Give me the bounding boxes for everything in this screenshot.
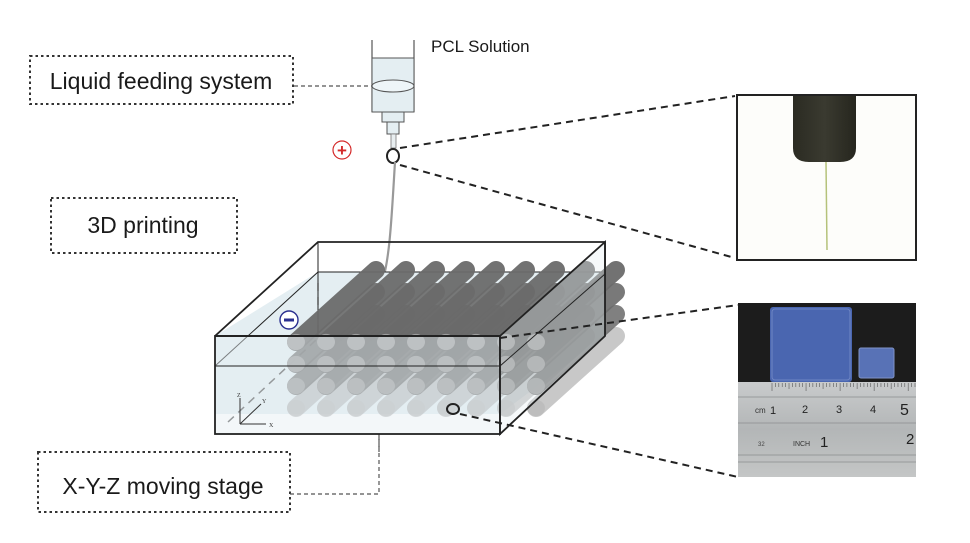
syringe bbox=[371, 40, 415, 164]
scaffold-fiber bbox=[527, 327, 625, 417]
positive-sign: + bbox=[337, 141, 347, 160]
axis-z-label: Z bbox=[237, 393, 241, 399]
scaffold-fiber-end bbox=[347, 377, 365, 395]
scaffold-fiber-end bbox=[347, 333, 365, 351]
scaffold-ruler-photo: cm 1 2 3 4 5 32 INCH 1 2 bbox=[738, 303, 916, 477]
ruler-cm-3: 3 bbox=[836, 404, 842, 416]
liquid-feeding-system-label: Liquid feeding system bbox=[29, 55, 294, 105]
scaffold-fiber bbox=[317, 261, 415, 351]
scaffold-fiber-end bbox=[377, 333, 395, 351]
3d-printing-label: 3D printing bbox=[50, 197, 238, 254]
axis-x-label: X bbox=[269, 423, 274, 429]
scaffold-fiber-end bbox=[377, 399, 395, 417]
scaffold-fiber-end bbox=[437, 377, 455, 395]
ruler-cm-5: 5 bbox=[900, 402, 909, 419]
nozzle-jet-photo bbox=[736, 94, 917, 261]
scaffold-fiber bbox=[527, 305, 625, 395]
magnify-line-bottom-2 bbox=[459, 413, 739, 478]
ruler-inch-2: 2 bbox=[906, 431, 914, 448]
scaffold-fiber bbox=[347, 261, 445, 351]
magnify-line-bottom-1 bbox=[499, 304, 739, 339]
jet-photo-strand bbox=[825, 161, 828, 251]
ruler-cm-label: cm bbox=[755, 406, 766, 415]
scaffold-fiber-end bbox=[317, 333, 335, 351]
scaffold-fiber-end bbox=[317, 377, 335, 395]
scaffold-fiber-end bbox=[287, 355, 305, 373]
ruler-cm-2: 2 bbox=[802, 404, 808, 416]
3d-printing-text: 3D printing bbox=[87, 212, 198, 238]
scaffold-fiber-end bbox=[467, 377, 485, 395]
scaffold-fiber-end bbox=[467, 355, 485, 373]
large-scaffold-sample bbox=[770, 307, 852, 382]
nozzle-tip-magnify-marker bbox=[386, 148, 400, 164]
xyz-stage-text: X-Y-Z moving stage bbox=[62, 473, 263, 499]
scaffold-fiber bbox=[287, 261, 385, 351]
positive-electrode: + bbox=[332, 140, 352, 160]
magnify-line-top-1 bbox=[399, 95, 736, 149]
scaffold-fiber-end bbox=[407, 399, 425, 417]
scaffold-magnify-marker bbox=[446, 403, 460, 415]
ruler-inch-1: 1 bbox=[820, 434, 828, 451]
scaffold-fiber-end bbox=[317, 355, 335, 373]
magnify-line-top-2 bbox=[399, 164, 736, 259]
pcl-solution-text: PCL Solution bbox=[431, 37, 530, 56]
scaffold-fiber-end bbox=[437, 355, 455, 373]
negative-electrode bbox=[279, 310, 299, 330]
ruler-inch-prefix: 32 bbox=[758, 442, 765, 448]
scaffold-fiber-end bbox=[527, 355, 545, 373]
scaffold-fiber-end bbox=[407, 377, 425, 395]
liquid-feeding-system-text: Liquid feeding system bbox=[50, 68, 272, 94]
axis-y-label: Y bbox=[262, 399, 267, 405]
scaffold-fiber-end bbox=[497, 355, 515, 373]
scaffold-fiber-end bbox=[527, 377, 545, 395]
axes-indicator: Z Y X bbox=[237, 393, 274, 429]
scaffold-fiber bbox=[467, 261, 565, 351]
scaffold-fiber-end bbox=[377, 355, 395, 373]
scaffold-fiber-end bbox=[407, 355, 425, 373]
scaffold-fiber-end bbox=[497, 377, 515, 395]
scaffold-fiber-end bbox=[437, 333, 455, 351]
scaffold-fiber-end bbox=[497, 399, 515, 417]
scaffold-fiber bbox=[407, 261, 505, 351]
scaffold-fiber-end bbox=[467, 399, 485, 417]
ruler-cm-4: 4 bbox=[870, 404, 876, 416]
scaffold-fiber bbox=[437, 261, 535, 351]
scaffold-fiber-end bbox=[377, 377, 395, 395]
ruler-ticks bbox=[771, 383, 916, 391]
ruler-inch-label: INCH bbox=[793, 441, 810, 448]
scaffold-fiber bbox=[377, 261, 475, 351]
collector-bath-front bbox=[214, 239, 606, 437]
ruler-cm-1: 1 bbox=[770, 405, 776, 417]
scaffold-fiber-end bbox=[467, 333, 485, 351]
small-scaffold-sample bbox=[858, 347, 895, 379]
scaffold-fiber-end bbox=[287, 333, 305, 351]
fiber-scaffold bbox=[287, 261, 625, 417]
scaffold-fiber bbox=[497, 261, 595, 351]
scaffold-fiber-end bbox=[287, 377, 305, 395]
xyz-stage-label: X-Y-Z moving stage bbox=[37, 451, 291, 513]
scaffold-fiber-end bbox=[347, 399, 365, 417]
stage-leader-line bbox=[290, 434, 380, 495]
scaffold-fiber-end bbox=[287, 399, 305, 417]
scaffold-fiber bbox=[527, 261, 625, 351]
scaffold-fiber-end bbox=[317, 399, 335, 417]
scaffold-fiber-end bbox=[407, 333, 425, 351]
ruler bbox=[738, 382, 916, 477]
scaffold-fiber-end bbox=[347, 355, 365, 373]
nozzle-photo-body bbox=[793, 96, 856, 162]
